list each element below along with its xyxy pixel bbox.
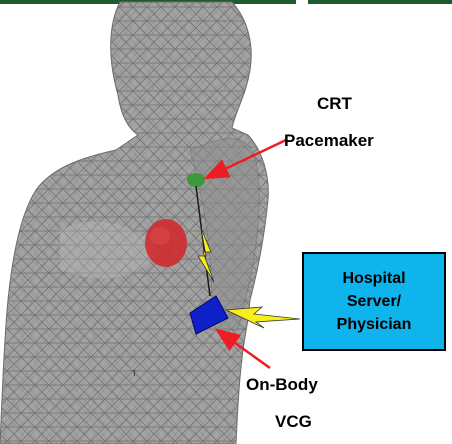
- pacemaker-icon: [187, 173, 205, 187]
- crt-label: CRT: [317, 94, 352, 114]
- server-label-line1: Hospital: [342, 267, 405, 290]
- pacemaker-label: Pacemaker: [284, 131, 374, 151]
- vcg-label: VCG: [275, 412, 312, 432]
- server-label-line3: Physician: [337, 313, 412, 336]
- hospital-server-box: Hospital Server/ Physician: [302, 252, 446, 351]
- mesh-mark: т: [132, 368, 137, 379]
- onbody-label: On-Body: [246, 375, 318, 395]
- server-label-line2: Server/: [347, 290, 401, 313]
